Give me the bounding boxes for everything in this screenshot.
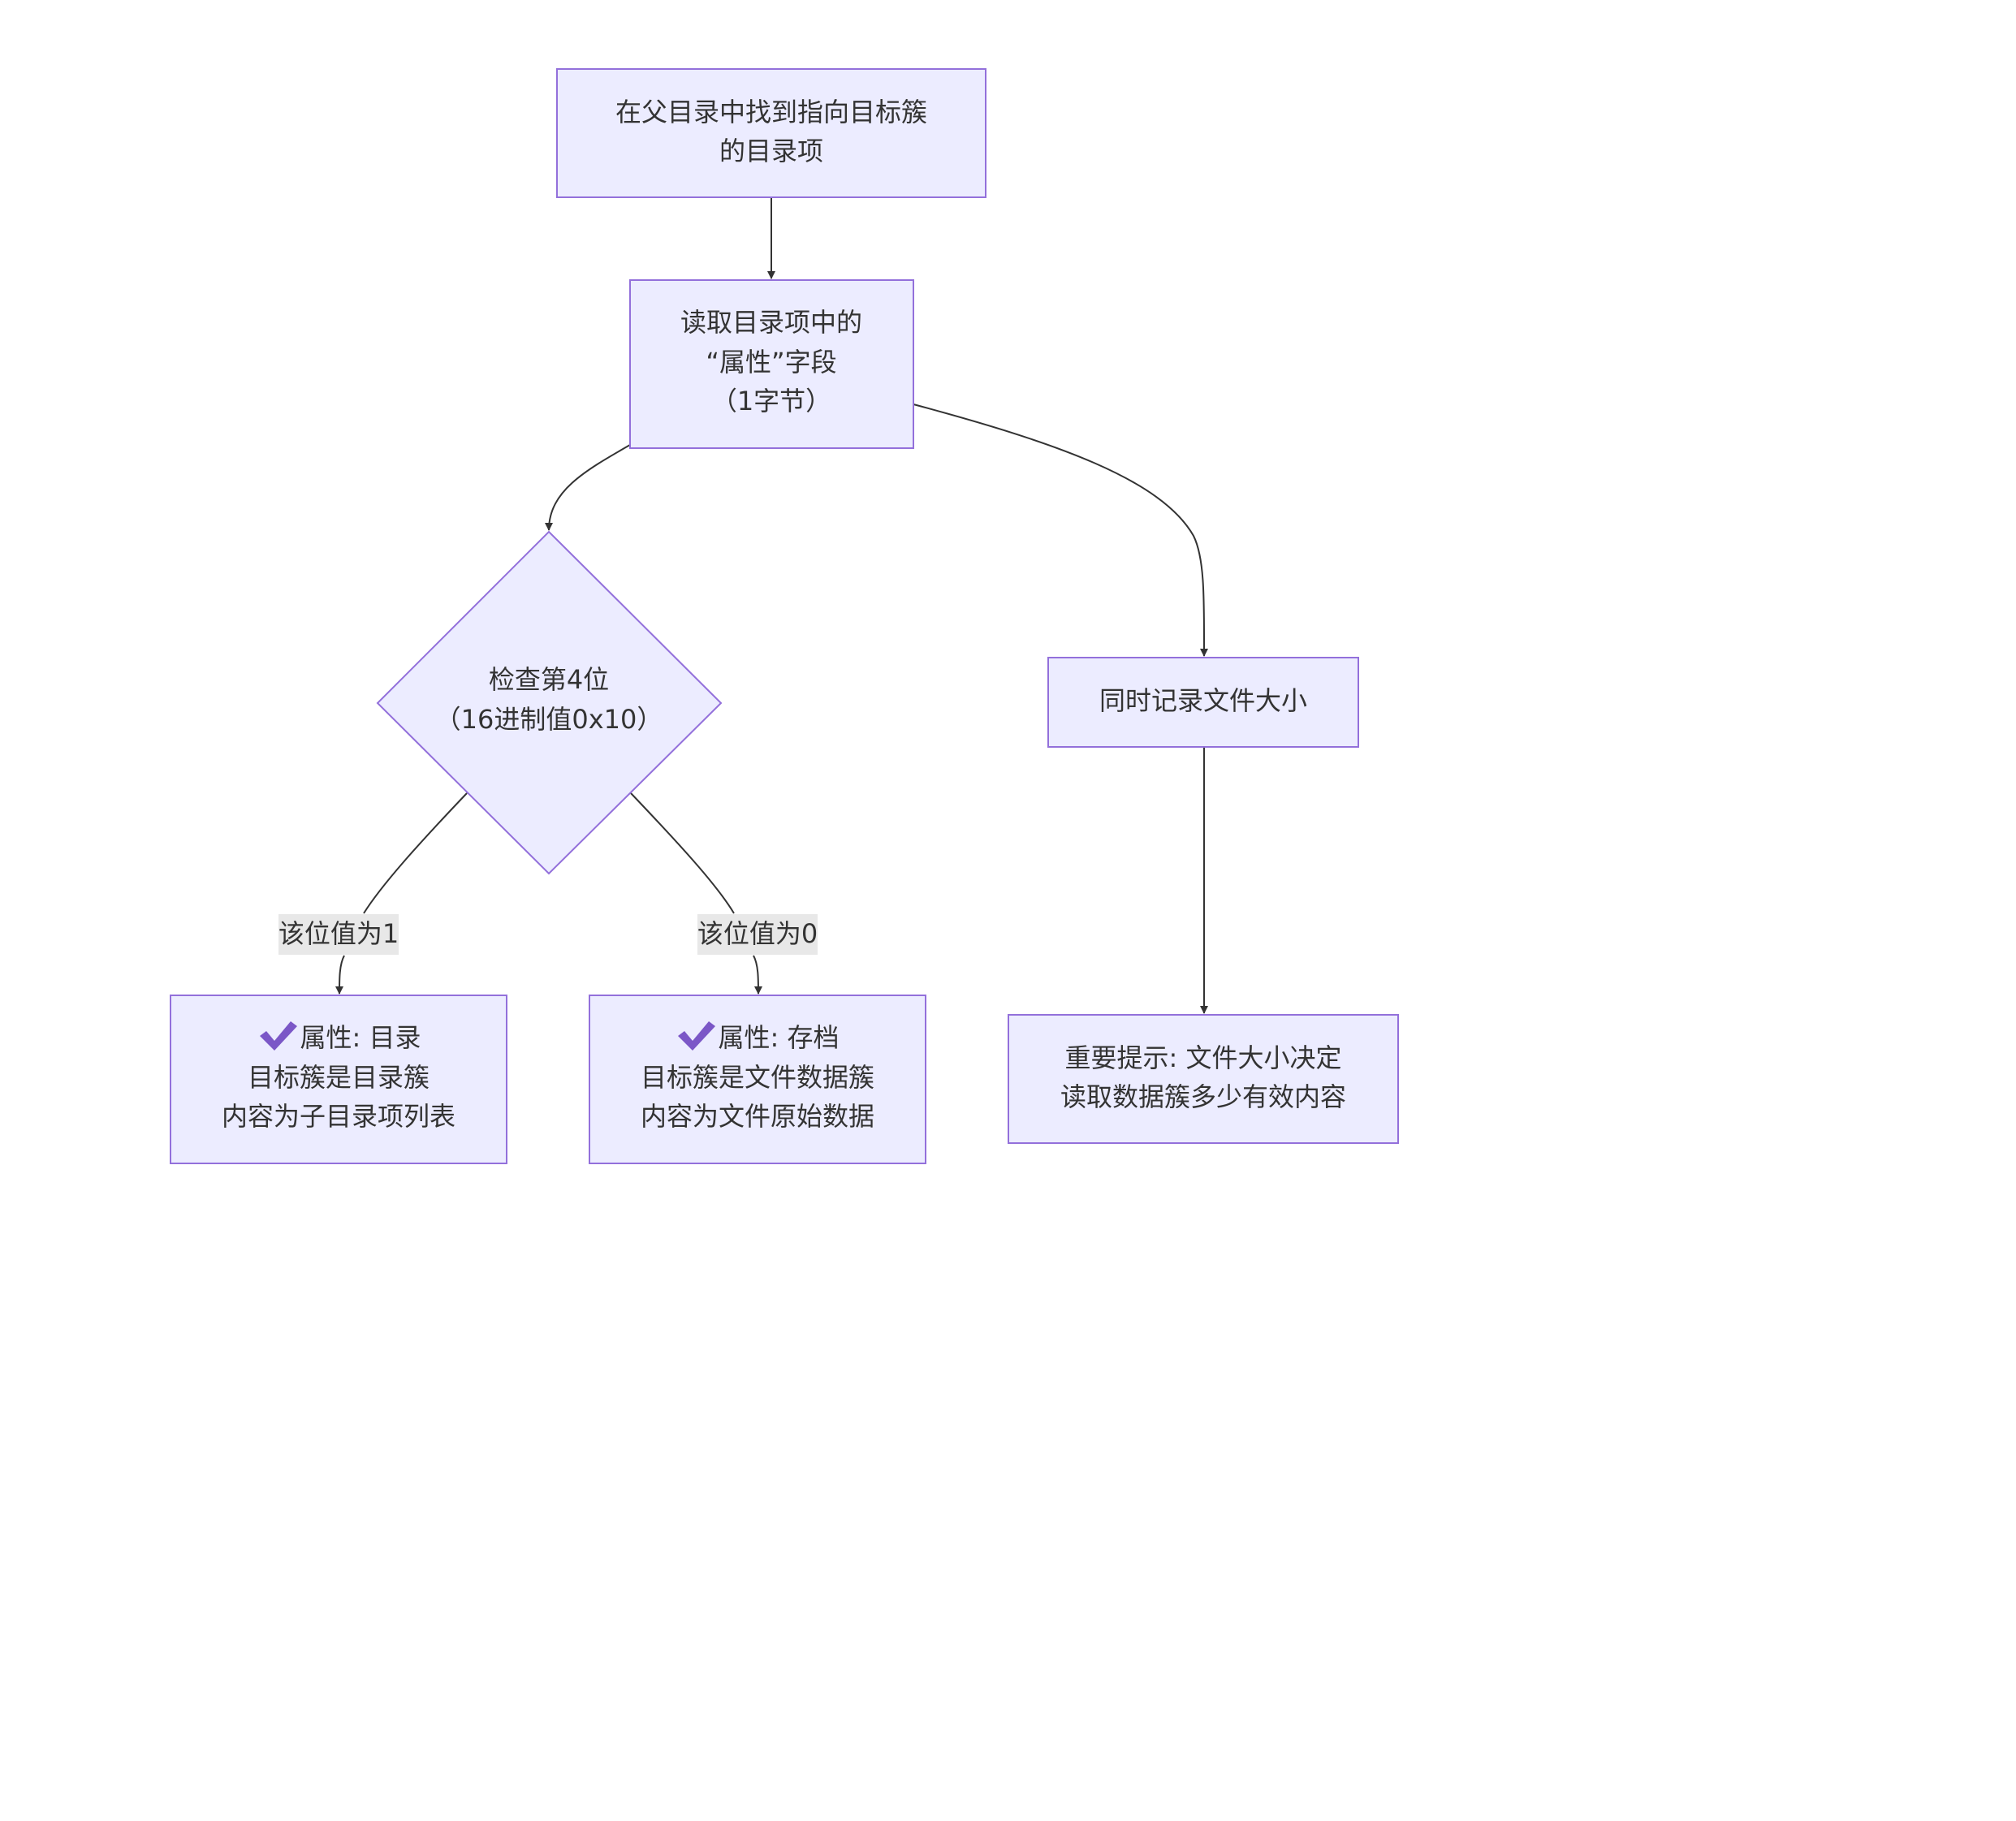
edge-label-bit-zero: 该位值为0 [697, 914, 818, 955]
edge-dir-label-to-dir [335, 955, 345, 995]
node-read-attribute-line-1: 读取目录项中的 [680, 307, 862, 338]
node-directory-result: 属性: 目录 目标簇是目录簇 内容为子目录项列表 [170, 995, 507, 1164]
node-directory-result-line-2: 内容为子目录项列表 [222, 1101, 455, 1132]
node-archive-result: 属性: 存档 目标簇是文件数据簇 内容为文件原始数据 [589, 995, 926, 1164]
node-read-attribute-line-2: “属性”字段 [706, 347, 836, 378]
node-archive-result-line-1: 目标簇是文件数据簇 [641, 1062, 874, 1093]
node-check-bit-line-2: （16进制值0x10） [435, 704, 663, 735]
edge-check-bit-to-archive [630, 792, 735, 914]
node-find-dir-entry-line-2: 的目录项 [719, 136, 823, 166]
node-important-note-line-1: 重要提示: 文件大小决定 [1065, 1042, 1342, 1073]
check-mark-icon [678, 1021, 715, 1051]
edge-archive-label-to-archive [753, 955, 762, 995]
node-read-attribute-line-3: （1字节） [711, 386, 831, 416]
node-directory-result-title: 属性: 目录 [300, 1022, 421, 1053]
node-archive-result-title: 属性: 存档 [719, 1022, 840, 1053]
node-read-attribute: 读取目录项中的 “属性”字段 （1字节） [629, 279, 914, 449]
edge-read-attr-to-check-bit [545, 444, 631, 531]
node-important-note: 重要提示: 文件大小决定 读取数据簇多少有效内容 [1008, 1014, 1399, 1144]
edge-check-bit-to-dir [363, 792, 468, 914]
node-directory-result-line-1: 目标簇是目录簇 [248, 1062, 430, 1093]
node-check-bit-line-1: 检查第4位 [489, 664, 609, 695]
node-check-bit-decision: 检查第4位 （16进制值0x10） [376, 530, 723, 875]
node-find-dir-entry-line-1: 在父目录中找到指向目标簇 [615, 97, 927, 127]
edge-label-bit-one: 该位值为1 [278, 914, 399, 955]
node-record-file-size: 同时记录文件大小 [1047, 657, 1359, 748]
edge-read-attr-to-record-size [913, 403, 1209, 657]
edge-label-bit-one-text: 该位值为1 [278, 918, 399, 949]
check-mark-icon [260, 1021, 297, 1051]
node-record-file-size-label: 同时记录文件大小 [1099, 685, 1307, 716]
edges [335, 197, 1209, 1014]
node-archive-result-line-2: 内容为文件原始数据 [641, 1101, 874, 1132]
node-find-dir-entry: 在父目录中找到指向目标簇 的目录项 [556, 68, 986, 198]
node-important-note-line-2: 读取数据簇多少有效内容 [1060, 1081, 1346, 1112]
edge-label-bit-zero-text: 该位值为0 [697, 918, 818, 949]
